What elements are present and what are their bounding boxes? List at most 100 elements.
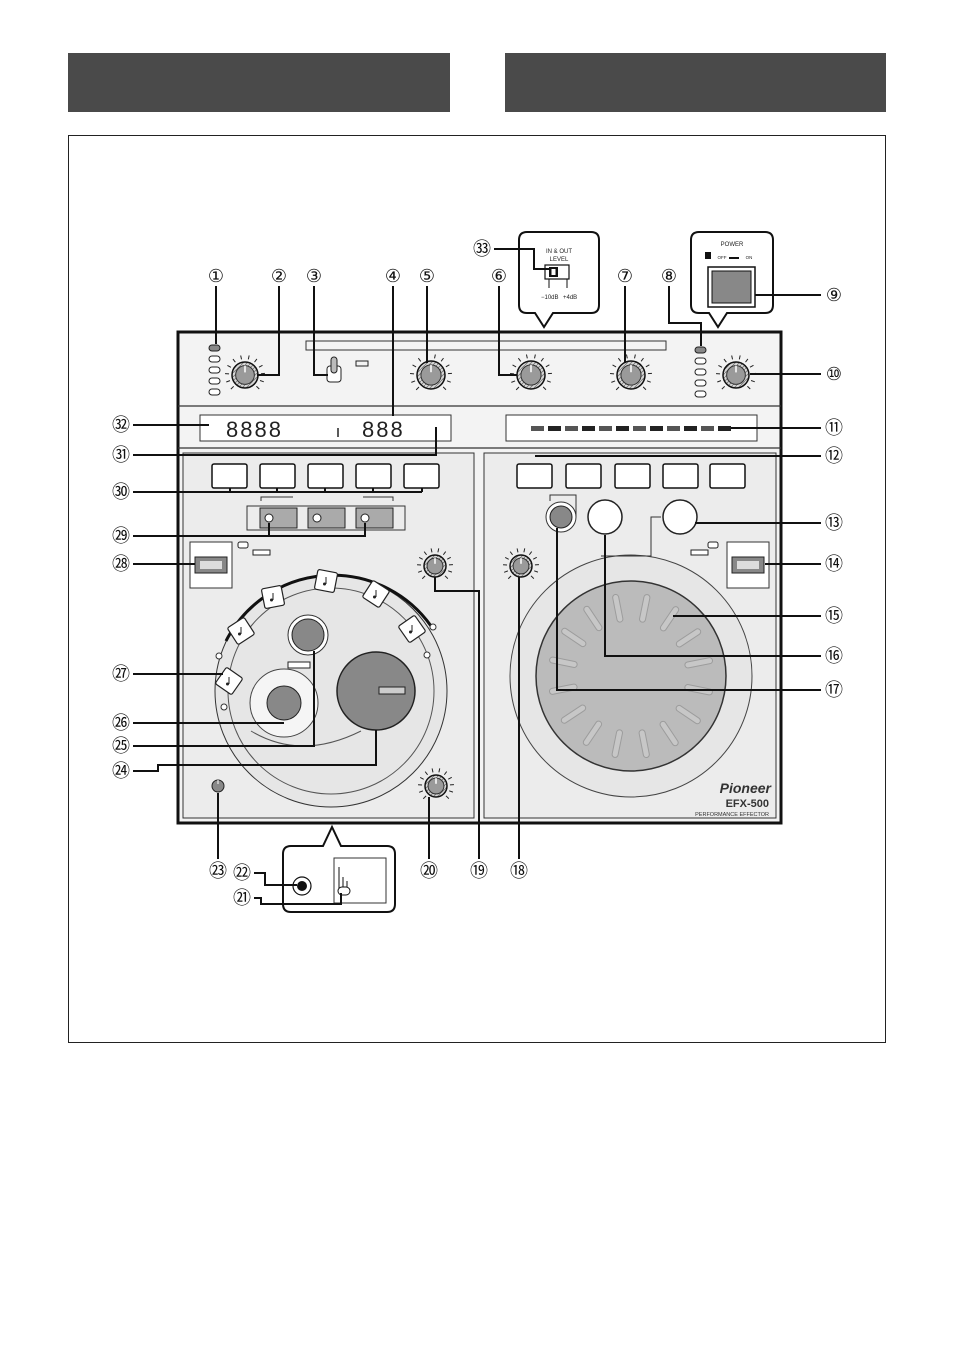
effect-button-3[interactable] [307, 463, 344, 489]
callout-13: ⑬ [695, 513, 843, 533]
left-slide-switch[interactable] [189, 541, 271, 589]
callout-22: ㉒ [233, 863, 297, 886]
callout-label-13: ⑬ [825, 513, 843, 533]
callout-20: ⑳ [420, 797, 438, 881]
effect-level-knob[interactable] [418, 768, 454, 800]
callout-27: ㉗ [112, 664, 223, 684]
level-plus-label: +4dB [563, 295, 577, 301]
headphone-level-knob[interactable] [211, 779, 225, 793]
callout-label-17: ⑰ [825, 680, 843, 700]
effect-button-1[interactable] [211, 463, 248, 489]
callout-23: ㉓ [209, 793, 227, 881]
callout-21: ㉑ [233, 888, 342, 908]
touch-pad-assign-button[interactable] [662, 499, 698, 535]
callout-label-15: ⑮ [825, 606, 843, 626]
callout-16: ⑯ [604, 535, 843, 666]
mono-stereo-switch[interactable] [337, 886, 351, 896]
callout-label-6: ⑥ [491, 266, 507, 286]
beat-button-5[interactable] [362, 580, 390, 608]
callout-11: ⑪ [731, 418, 843, 438]
callout-label-26: ㉖ [112, 713, 130, 733]
callout-label-21: ㉑ [233, 888, 251, 908]
touch-level-knob[interactable] [503, 548, 539, 580]
callout-label-2: ② [271, 266, 287, 286]
power-button[interactable] [711, 270, 752, 304]
callout-26: ㉖ [112, 713, 284, 733]
callout-label-33: ㉝ [473, 239, 491, 259]
hold-button[interactable] [549, 505, 573, 529]
callout-label-12: ⑫ [825, 446, 843, 466]
level-depth-knob[interactable] [610, 354, 652, 391]
effect-select-buttons[interactable] [211, 463, 440, 489]
callout-4: ④ [384, 266, 402, 416]
callout-label-31: ㉛ [112, 445, 130, 465]
callout-label-11: ⑪ [825, 418, 843, 438]
header-bar-right [505, 53, 886, 112]
callout-label-1: ① [208, 266, 224, 286]
callout-5: ⑤ [418, 266, 436, 363]
effect-button-2[interactable] [259, 463, 296, 489]
callout-6: ⑥ [490, 266, 517, 376]
callout-24: ㉔ [112, 730, 377, 781]
callout-17: ⑰ [556, 528, 843, 700]
callout-label-18: ⑱ [510, 861, 528, 881]
phones-jack[interactable] [297, 881, 307, 891]
diagram-frame: 8888 888 [68, 135, 886, 1043]
depth-knob[interactable] [410, 354, 452, 391]
callout-30: ㉚ [112, 482, 423, 502]
beat-button-6[interactable] [398, 615, 426, 643]
callout-label-29: ㉙ [112, 526, 130, 546]
callout-label-10: ⑩ [826, 364, 842, 384]
right-slide-switch[interactable] [690, 541, 770, 589]
effect-button-right-4[interactable] [662, 463, 699, 489]
callout-label-5: ⑤ [419, 266, 435, 286]
model-subtitle: PERFORMANCE EFFECTOR [695, 812, 769, 818]
callout-19: ⑲ [434, 577, 488, 881]
effect-select-buttons-right[interactable] [516, 463, 746, 489]
tap-button[interactable] [266, 685, 302, 721]
parameter-display: 888 [362, 417, 405, 442]
effect-button-right-3[interactable] [614, 463, 651, 489]
callout-label-30: ㉚ [112, 482, 130, 502]
effect-button-right-2[interactable] [565, 463, 602, 489]
level-minus-label: −10dB [541, 295, 559, 301]
power-title: POWER [721, 242, 744, 248]
touch-pad-on-button[interactable] [587, 499, 623, 535]
beat-button-4[interactable] [314, 569, 338, 593]
effect-indicator-bar [531, 426, 731, 431]
level-inset: IN & OUT LEVEL −10dB +4dB [518, 231, 600, 329]
callout-label-28: ㉘ [112, 554, 130, 574]
power-on-label: ON [746, 255, 753, 260]
auto-knob[interactable] [417, 548, 453, 580]
bpm-display: 8888 [226, 417, 283, 442]
model-name: EFX-500 [726, 798, 769, 810]
brand-logo: Pioneer [720, 780, 773, 796]
beat-button-2[interactable] [227, 617, 255, 645]
output-level-leds [694, 346, 707, 398]
callout-label-24: ㉔ [112, 761, 130, 781]
effect-indicator-window [505, 414, 758, 442]
effect-button-4[interactable] [355, 463, 392, 489]
callout-label-4: ④ [385, 266, 401, 286]
callout-9: ⑨ [755, 285, 843, 305]
power-inset: POWER OFF ON [690, 231, 774, 329]
device-diagram: 8888 888 [112, 231, 843, 913]
callout-label-19: ⑲ [470, 861, 488, 881]
effect-button-5[interactable] [403, 463, 440, 489]
touch-pad-slots [548, 593, 714, 759]
cue-toggle-switch[interactable] [326, 356, 369, 383]
callout-label-9: ⑨ [826, 285, 842, 305]
beat-button-3[interactable] [261, 585, 285, 609]
output-level-knob[interactable] [716, 355, 756, 390]
effect-button-right-5[interactable] [709, 463, 746, 489]
callout-32: ㉜ [112, 415, 209, 435]
callout-label-14: ⑭ [825, 554, 843, 574]
touch-pad[interactable] [535, 580, 727, 772]
effect-button-right-1[interactable] [516, 463, 553, 489]
auto-button[interactable] [291, 618, 325, 652]
header-bar-left [68, 53, 450, 112]
callout-label-3: ③ [306, 266, 322, 286]
callout-18: ⑱ [510, 577, 528, 881]
beat-buttons[interactable] [215, 569, 426, 695]
parameter-buttons[interactable] [259, 507, 394, 529]
